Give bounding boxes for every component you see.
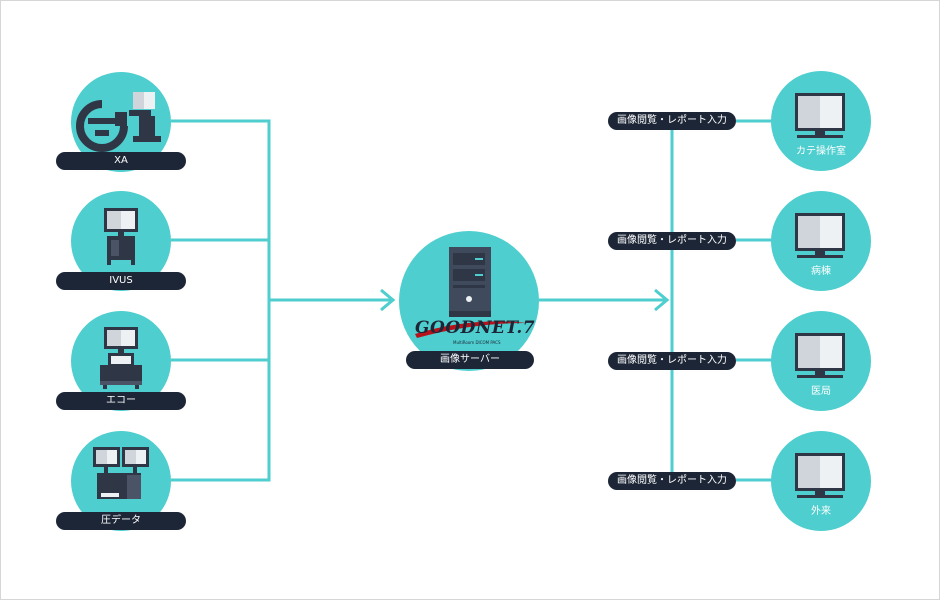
echo-ultrasound-icon bbox=[100, 327, 142, 389]
pressure-data-workstation-icon bbox=[93, 447, 149, 499]
server-tower-icon bbox=[449, 247, 491, 317]
destination-function-label: 画像閲覧・レポート入力 bbox=[608, 232, 736, 250]
destination-function-label: 画像閲覧・レポート入力 bbox=[608, 472, 736, 490]
source-label-pressure: 圧データ bbox=[56, 512, 186, 530]
source-label-ivus: IVUS bbox=[56, 272, 186, 290]
server-logo-subtitle: MultiRoom DICOM PACS bbox=[453, 340, 501, 345]
destination-caption: カテ操作室 bbox=[796, 146, 846, 157]
arrow-to-server-icon bbox=[380, 288, 396, 312]
server-label: 画像サーバー bbox=[406, 351, 534, 369]
server-logo-text: GOODNET.7 bbox=[415, 318, 536, 338]
destination-function-label: 画像閲覧・レポート入力 bbox=[608, 352, 736, 370]
source-label-echo: エコー bbox=[56, 392, 186, 410]
goodnet-logo-swoosh-icon bbox=[415, 321, 527, 338]
arrow-to-clients-icon bbox=[654, 288, 670, 312]
destination-caption: 病棟 bbox=[811, 266, 831, 277]
ivus-cart-icon bbox=[104, 208, 138, 265]
xa-angiography-icon bbox=[76, 92, 161, 152]
destination-caption: 外来 bbox=[811, 506, 831, 517]
monitor-icon bbox=[795, 453, 845, 498]
monitor-icon bbox=[795, 213, 845, 258]
destination-caption: 医局 bbox=[811, 386, 831, 397]
monitor-icon bbox=[795, 333, 845, 378]
monitor-icon bbox=[795, 93, 845, 138]
destination-function-label: 画像閲覧・レポート入力 bbox=[608, 112, 736, 130]
source-label-xa: XA bbox=[56, 152, 186, 170]
